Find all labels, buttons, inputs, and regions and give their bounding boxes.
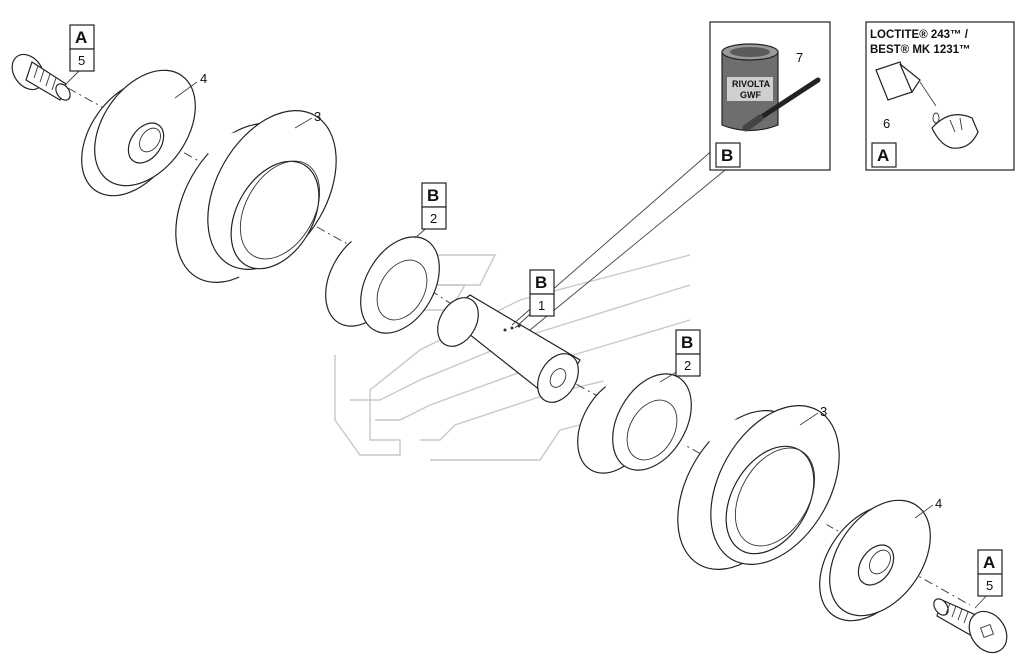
ref-b-left: B 2: [421, 182, 447, 230]
loctite-part-num: 6: [883, 116, 890, 131]
bushing-right: [577, 362, 692, 475]
grease-panel: RIVOLTA GWF 7 B: [709, 21, 831, 171]
label-washer-left: 4: [200, 71, 207, 86]
ref-b-right: B 2: [675, 329, 701, 377]
ref-b-center: B 1: [529, 269, 555, 317]
hand-icon: [931, 114, 979, 149]
grease-part-num: 7: [796, 50, 803, 65]
label-bearing-left: 3: [314, 109, 321, 124]
grease-can-label-2: GWF: [740, 90, 761, 100]
screw-right: [933, 598, 1008, 654]
screw-left: [11, 53, 71, 101]
bushing-left: [325, 220, 440, 334]
shaft: [437, 294, 581, 403]
grease-can-label-1: RIVOLTA: [732, 79, 771, 89]
ref-a-bottom-right: A 5: [977, 549, 1003, 597]
loctite-line-1: LOCTITE® 243™ /: [870, 29, 969, 41]
washer-left: [81, 69, 196, 197]
svg-text:2: 2: [684, 358, 691, 373]
adhesive-bottle-icon: [875, 61, 940, 124]
loctite-line-2: BEST® MK 1231™: [870, 44, 971, 56]
loctite-ref-letter: A: [877, 146, 889, 165]
washer-right: [819, 499, 931, 622]
svg-text:B: B: [681, 333, 693, 352]
part-labels: 4 3 3 4: [200, 71, 942, 511]
label-washer-right: 4: [935, 496, 942, 511]
svg-text:B: B: [535, 273, 547, 292]
bearing-right: [677, 405, 840, 572]
svg-text:B: B: [427, 186, 439, 205]
svg-text:5: 5: [78, 53, 85, 68]
ref-a-top-left: A 5: [69, 24, 95, 72]
brush-icon: [742, 77, 821, 132]
grease-can-icon: [721, 43, 779, 132]
bearing-left: [175, 110, 337, 283]
svg-text:A: A: [983, 553, 995, 572]
svg-text:A: A: [75, 28, 87, 47]
label-bearing-right: 3: [820, 404, 827, 419]
svg-text:1: 1: [538, 298, 545, 313]
svg-text:2: 2: [430, 211, 437, 226]
grease-ref-letter: B: [721, 146, 733, 165]
svg-text:5: 5: [986, 578, 993, 593]
loctite-panel: LOCTITE® 243™ / BEST® MK 1231™ 6 A: [865, 21, 1015, 171]
